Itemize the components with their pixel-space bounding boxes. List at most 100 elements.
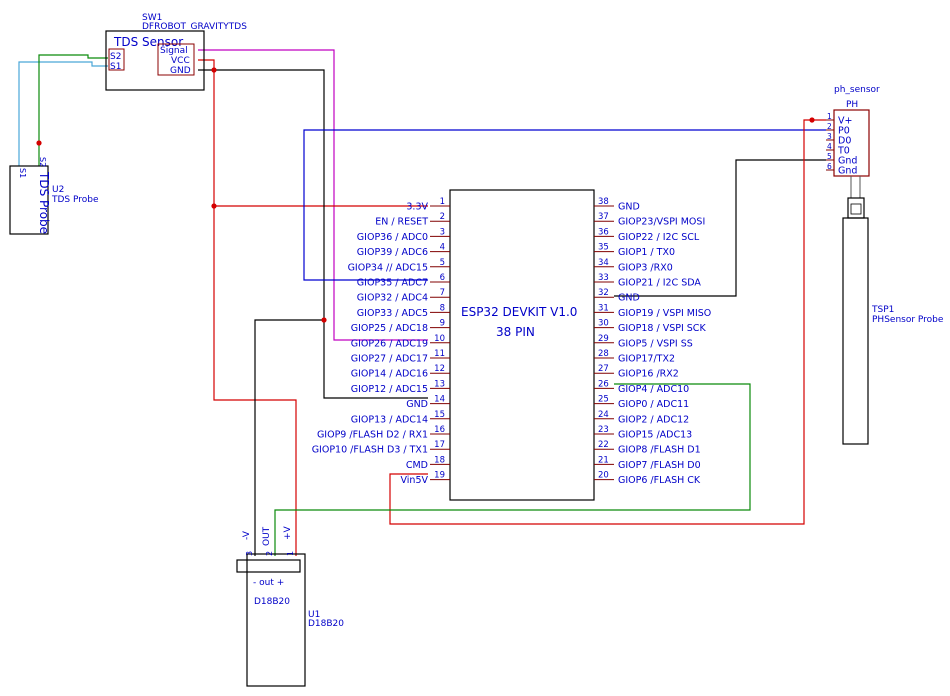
esp32-pin-label: GIOP16 /RX2 [618,369,679,380]
u1-ref: U1 [308,610,320,620]
esp32-body [449,189,595,501]
esp32-pin-label: GIOP15 /ADC13 [618,430,692,441]
junction-gnd [321,317,327,323]
esp32-pin-label: GIOP5 / VSPI SS [618,338,693,349]
u2-body [9,165,49,235]
esp32-pin-label: GIOP23/VSPI MOSI [618,217,705,228]
esp32-pin-num: 15 [434,410,445,420]
u2-pin-s1-group: S1 [18,168,27,178]
wire-tds-vcc [198,59,428,207]
u2-pin-s1: S1 [18,168,27,178]
esp32-pin-label: GND [406,399,428,410]
esp32-pin-label: GIOP35 / ADC7 [357,278,428,289]
sw1-pin-gnd: GND [170,66,191,76]
esp32-pin-label: EN / RESET [375,217,428,228]
ds18b20-sensor[interactable]: - out + D18B20 U1 D18B20 -V OUT +V 3 2 1 [236,525,344,687]
wire-ph-gnd [614,159,826,297]
junction-3v3 [211,203,217,209]
esp32-pin-num: 20 [598,471,609,481]
u1-body-label: D18B20 [254,597,290,607]
esp32-pin-num: 25 [598,395,609,405]
esp32-pin-num: 28 [598,349,609,359]
esp32-pin-num: 14 [434,395,445,405]
esp32-pin-num: 6 [440,273,445,283]
ph-pin-num: 3 [827,132,832,141]
u1-pin-num-2: 2 [265,551,274,556]
sw1-pin-vcc: VCC [171,56,190,66]
wire-gnd-to-dq [254,319,324,556]
esp32-pin-num: 31 [598,303,609,313]
esp32-pin-num: 13 [434,379,445,389]
esp32-pin-label: GIOP14 / ADC16 [351,369,428,380]
esp32-pin-label: GIOP6 /FLASH CK [618,475,701,486]
ph-pin-num: 4 [827,142,832,151]
esp32-pin-label: GIOP8 /FLASH D1 [618,445,701,456]
esp32-title: ESP32 DEVKIT V1.0 [461,305,577,319]
ph-pin-label: T0 [837,146,850,157]
u1-pin-label-posv: +V [283,525,293,540]
ph-probe-body [842,217,869,445]
u1-pin-label-1: OUT [262,526,272,546]
esp32-pin-label: GIOP39 / ADC6 [357,247,428,258]
esp32-pin-label: GIOP33 / ADC5 [357,308,428,319]
ph-pin-num: 1 [827,112,832,121]
u1-pin-num-3: 3 [245,551,254,556]
esp32-pin-num: 34 [598,258,609,268]
esp32-pin-label: GIOP10 /FLASH D3 / TX1 [312,445,428,456]
wire-probe-green [38,54,108,166]
esp32-pin-num: 12 [434,364,445,374]
esp32-pin-label: GIOP7 /FLASH D0 [618,460,701,471]
esp32-pin-num: 3 [440,227,445,237]
esp32-pin-num: 37 [598,212,609,222]
ph-pin-num: 2 [827,122,832,131]
u2-body-label: TDS Probe [37,171,51,234]
esp32-pin-label: Vin5V [401,475,429,486]
esp32-pin-num: 17 [434,440,445,450]
sw1-value: DFROBOT_GRAVITYTDS [142,22,247,32]
esp32-pin-label: GIOP36 / ADC0 [357,232,428,243]
esp32-pin-label: CMD [406,460,428,471]
esp32-pin-label: GIOP1 / TX0 [618,247,675,258]
ph-title: PH [846,100,858,110]
u1-pin-label-out: OUT [262,526,272,546]
u2-text-group: TDS Probe [37,171,51,234]
esp32-pin-label: GIOP19 / VSPI MISO [618,308,711,319]
esp32-pin-label: GIOP17/TX2 [618,354,675,365]
sw1-pin-s2: S2 [110,52,121,62]
esp32-pin-label: GIOP22 / I2C SCL [618,232,700,243]
esp32-pin-num: 36 [598,227,609,237]
u1-pin-label-negv: -V [242,530,252,540]
esp32-pin-label: GIOP13 / ADC14 [351,414,428,425]
esp32-pin-label: GIOP34 // ADC15 [348,262,428,273]
tds-sensor-module[interactable]: SW1 DFROBOT_GRAVITYTDS TDS Sensor S2 S1 … [105,13,247,91]
tsp1-value: PHSensor Probe [872,315,944,325]
u2-pin-s2: S2 [38,157,47,167]
ph-ref: ph_sensor [834,85,880,95]
esp32-pin-label: GIOP3 /RX0 [618,262,673,273]
u1-pin-num-2: 1 [286,551,295,556]
ph-probe-neck [850,203,862,215]
esp32-pin-label: GIOP9 /FLASH D2 / RX1 [317,430,428,441]
esp32-pin-num: 7 [440,288,445,298]
esp32-pin-num: 30 [598,319,609,329]
ph-pin-label: Gnd [838,166,857,177]
esp32-pin-num: 24 [598,410,609,420]
tds-probe[interactable]: TDS Probe S1 S2 U2 TDS Probe [9,157,99,235]
esp32-pin-label: GIOP12 / ADC15 [351,384,428,395]
esp32-pin-label: GIOP21 / I2C SDA [618,278,701,289]
wires [18,49,826,556]
ph-pin-label: V+ [838,116,852,127]
esp32-pin-num: 19 [434,471,445,481]
esp32-pin-label: GIOP32 / ADC4 [357,293,428,304]
esp32-pin-num: 29 [598,334,609,344]
esp32-pin-label: GIOP27 / ADC17 [351,354,428,365]
esp32-pin-label: GIOP18 / VSPI SCK [618,323,706,334]
esp32-pin-num: 2 [440,212,445,222]
ph-probe[interactable]: TSP1 PHSensor Probe [842,176,944,445]
esp32-pin-label: GIOP4 / ADC10 [618,384,689,395]
